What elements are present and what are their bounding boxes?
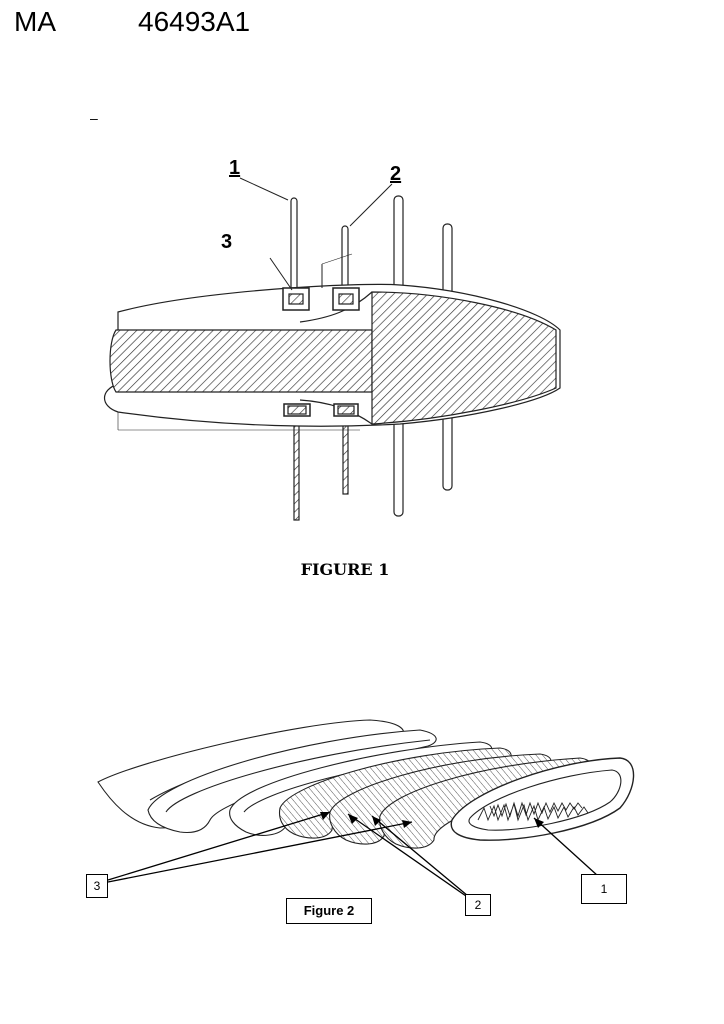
figure2-ref-1: 1 [581,874,627,904]
figure1-leader-3 [270,258,292,290]
figure2-ref-2: 2 [465,894,491,916]
figure1-label-3: 3 [221,231,232,254]
figure2-ref-3: 3 [86,874,108,898]
figure1-core-left [110,330,372,392]
figure1-caption: FIGURE 1 [0,560,690,579]
figure1-drawing [105,178,561,520]
figure1-label-2: 2 [390,163,401,186]
figure1-leader-1 [240,178,288,200]
figure2-caption: Figure 2 [286,898,372,924]
figure1-leader-2 [350,184,392,226]
figure1-label-1: 1 [229,157,240,180]
figure2-drawing [98,720,634,896]
